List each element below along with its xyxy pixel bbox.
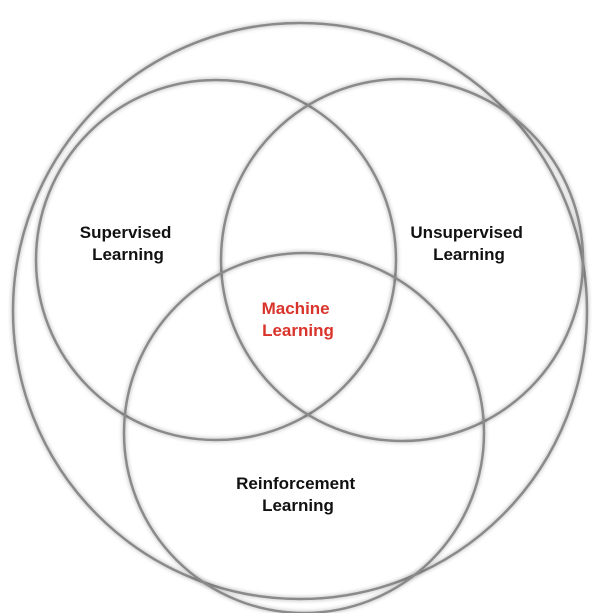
center-label-line1: Machine — [262, 299, 330, 318]
center-label-line2: Learning — [262, 321, 334, 340]
unsupervised-label-line1: Unsupervised — [410, 223, 522, 242]
machine-learning-center-label: Machine Learning — [262, 299, 335, 340]
supervised-label-line2: Learning — [92, 245, 164, 264]
unsupervised-label-line2: Learning — [433, 245, 505, 264]
reinforcement-label-line1: Reinforcement — [236, 474, 355, 493]
unsupervised-learning-circle — [219, 77, 585, 443]
supervised-label-line1: Supervised — [80, 223, 172, 242]
supervised-learning-circle — [34, 78, 398, 442]
reinforcement-learning-circle — [122, 251, 486, 613]
unsupervised-learning-label: Unsupervised Learning — [410, 223, 527, 264]
reinforcement-label-line2: Learning — [262, 496, 334, 515]
outer-circle — [11, 21, 589, 601]
reinforcement-learning-label: Reinforcement Learning — [236, 474, 360, 515]
supervised-learning-label: Supervised Learning — [80, 223, 176, 264]
